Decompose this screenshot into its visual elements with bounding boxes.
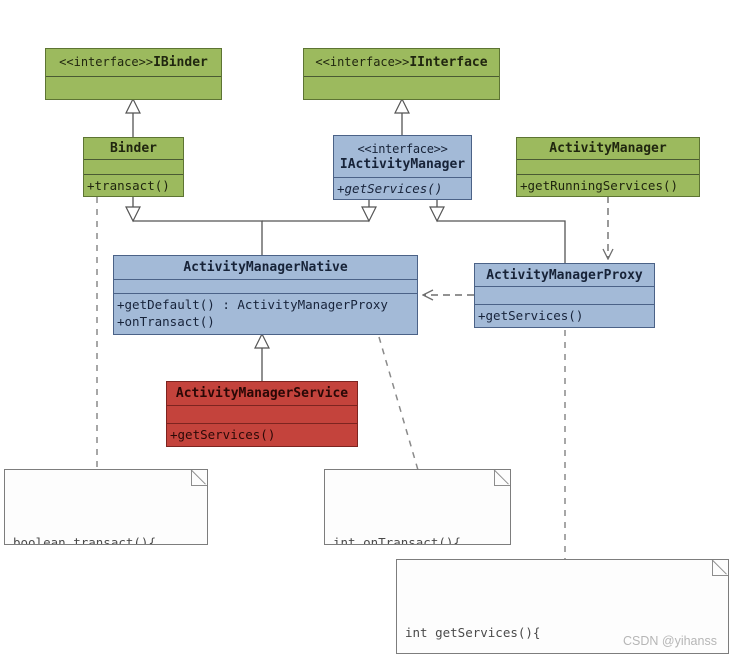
class-name-ibinder: IBinder — [153, 55, 208, 70]
operations-compartment-activitymanagernative: +getDefault() : ActivityManagerProxy +on… — [114, 294, 417, 334]
class-name-activitymanagernative: ActivityManagerNative — [183, 259, 348, 275]
note-fold-icon — [494, 470, 510, 486]
class-name-activitymanagerproxy: ActivityManagerProxy — [486, 267, 643, 283]
attributes-compartment-activitymanagerproxy — [475, 287, 654, 304]
class-name-binder: Binder — [110, 141, 157, 156]
divider — [114, 292, 417, 294]
edge-amn-to-note-ontransact — [378, 336, 419, 471]
operation-iactivitymanager-getservices: +getServices() — [337, 181, 443, 196]
edge-ams-to-amn — [254, 332, 270, 381]
class-title-activitymanagerservice: ActivityManagerService — [167, 382, 357, 405]
class-box-iactivitymanager[interactable]: <<interface>> IActivityManager +getServi… — [333, 135, 472, 200]
operation-amp-getservices: +getServices() — [478, 308, 584, 323]
attributes-compartment-activitymanager — [517, 160, 699, 174]
watermark-label: CSDN @yihanss — [623, 634, 717, 648]
divider — [304, 76, 499, 77]
divider — [517, 159, 699, 160]
attributes-compartment-ibinder — [46, 77, 221, 99]
note-fold-icon — [191, 470, 207, 486]
operation-ams-getservices: +getServices() — [170, 427, 276, 442]
attributes-compartment-activitymanagernative — [114, 280, 417, 293]
note-ontransact-line-1: int onTransact(){ — [333, 535, 461, 545]
operation-binder-transact: +transact() — [87, 178, 170, 193]
divider — [334, 177, 471, 178]
note-getservices[interactable]: int getServices(){ //mRemote is Activity… — [396, 559, 729, 654]
edge-amp-to-iactivitymanager — [429, 200, 566, 263]
class-title-iinterface: <<interface>>IInterface — [304, 49, 499, 76]
class-box-activitymanagerservice[interactable]: ActivityManagerService +getServices() — [166, 381, 358, 447]
divider — [46, 76, 221, 77]
divider — [517, 174, 699, 175]
edge-iactivitymanager-to-iinterface — [394, 97, 410, 135]
operation-amn-ontransact: +onTransact() — [117, 313, 215, 329]
edge-binder-to-ibinder — [125, 97, 141, 137]
class-box-activitymanager[interactable]: ActivityManager +getRunningServices() — [516, 137, 700, 197]
class-box-binder[interactable]: Binder +transact() — [83, 137, 184, 197]
class-box-ibinder[interactable]: <<interface>>IBinder — [45, 48, 222, 100]
divider — [475, 286, 654, 287]
class-box-activitymanagerproxy[interactable]: ActivityManagerProxy +getServices() — [474, 263, 655, 328]
divider — [475, 304, 654, 305]
operation-amn-getdefault: +getDefault() : ActivityManagerProxy — [117, 296, 388, 312]
divider — [114, 278, 417, 280]
stereotype-iactivitymanager: <<interface>> — [357, 141, 448, 156]
divider — [167, 423, 357, 424]
class-box-iinterface[interactable]: <<interface>>IInterface — [303, 48, 500, 100]
class-title-iactivitymanager: <<interface>> IActivityManager — [334, 136, 471, 177]
note-fold-icon — [712, 560, 728, 576]
class-title-activitymanagerproxy: ActivityManagerProxy — [475, 264, 654, 286]
operation-activitymanager-getrunningservices: +getRunningServices() — [520, 178, 679, 193]
class-box-activitymanagernative[interactable]: ActivityManagerNative +getDefault() : Ac… — [113, 255, 418, 335]
attributes-compartment-binder — [84, 160, 183, 174]
attributes-compartment-iinterface — [304, 77, 499, 99]
class-title-binder: Binder — [84, 138, 183, 159]
note-transact-line-1: boolean transact(){ — [13, 535, 156, 545]
divider — [167, 405, 357, 406]
divider — [84, 159, 183, 160]
attributes-compartment-activitymanagerservice — [167, 406, 357, 423]
note-transact[interactable]: boolean transact(){ onTransact(); } — [4, 469, 208, 545]
stereotype-ibinder: <<interface>> — [59, 55, 154, 69]
edge-amn-to-iactivitymanager — [262, 200, 377, 223]
class-name-activitymanagerservice: ActivityManagerService — [175, 386, 349, 401]
stereotype-iinterface: <<interface>> — [315, 55, 410, 69]
class-title-activitymanager: ActivityManager — [517, 138, 699, 159]
class-title-activitymanagernative: ActivityManagerNative — [114, 256, 417, 279]
class-name-iactivitymanager: IActivityManager — [339, 156, 466, 172]
note-getservices-line-1: int getServices(){ — [405, 625, 541, 640]
class-name-iinterface: IInterface — [409, 55, 488, 70]
class-name-activitymanager: ActivityManager — [549, 141, 667, 156]
divider — [84, 174, 183, 175]
class-title-ibinder: <<interface>>IBinder — [46, 49, 221, 76]
edge-amn-to-binder — [125, 196, 263, 255]
note-ontransact[interactable]: int onTransact(){ getServices(); } — [324, 469, 511, 545]
